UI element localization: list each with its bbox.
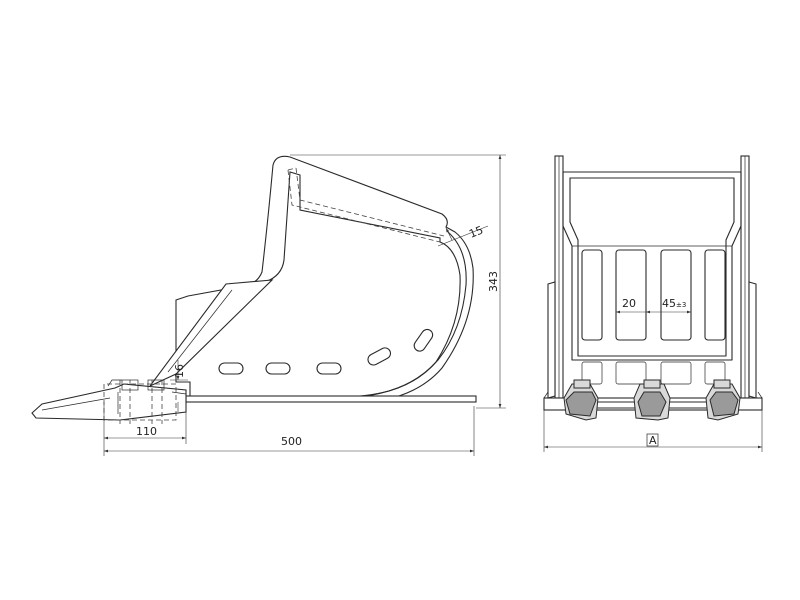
dim-20-label: 20 — [622, 297, 636, 310]
left-ear — [547, 281, 556, 399]
dim-343: 343 — [290, 154, 506, 409]
dim-20: 20 — [616, 297, 646, 314]
dim-a-label: A — [649, 434, 657, 447]
slot-holes — [218, 328, 434, 375]
dim-500: 500 — [103, 406, 475, 456]
dim-45: 45 ±3 — [646, 297, 691, 314]
tooth — [31, 383, 187, 421]
front-view: 20 45 ±3 — [543, 155, 763, 452]
dim-500-label: 500 — [281, 435, 302, 448]
slot-hole — [367, 347, 392, 366]
dim-15: 15 — [437, 223, 489, 247]
grid-slot — [704, 249, 726, 341]
grid-slot — [660, 249, 692, 341]
bolt-head — [147, 379, 165, 391]
grid-slot — [581, 249, 603, 341]
slot-hole — [316, 362, 342, 375]
slot-hole — [218, 362, 244, 375]
slot-hole — [413, 328, 434, 352]
side-brace — [149, 279, 274, 387]
dim-a-box — [646, 433, 659, 447]
side-view: 16 110 500 343 15 — [31, 154, 506, 456]
dim-16: 16 — [170, 360, 188, 412]
grid-slots — [581, 249, 726, 385]
curve-liner — [364, 231, 467, 397]
front-tooth-center — [633, 379, 671, 421]
base-plate — [185, 395, 477, 403]
front-tooth-right — [705, 379, 741, 421]
front-tooth-left — [563, 379, 599, 421]
right-ear — [748, 281, 757, 399]
dim-45-label: 45 — [662, 297, 676, 310]
dim-15-label: 15 — [467, 223, 485, 240]
dim-343-label: 343 — [487, 271, 500, 292]
dim-16-label: 16 — [173, 364, 186, 378]
dim-a: A — [543, 410, 763, 452]
dim-110-label: 110 — [136, 425, 157, 438]
front-inner-outline — [562, 171, 742, 361]
top-strip-hidden — [287, 167, 445, 243]
grid-slot — [615, 249, 647, 341]
bolt-head — [121, 379, 139, 391]
dim-45-tolerance: ±3 — [676, 301, 686, 309]
slot-hole — [265, 362, 291, 375]
dim-110: 110 — [103, 402, 187, 444]
